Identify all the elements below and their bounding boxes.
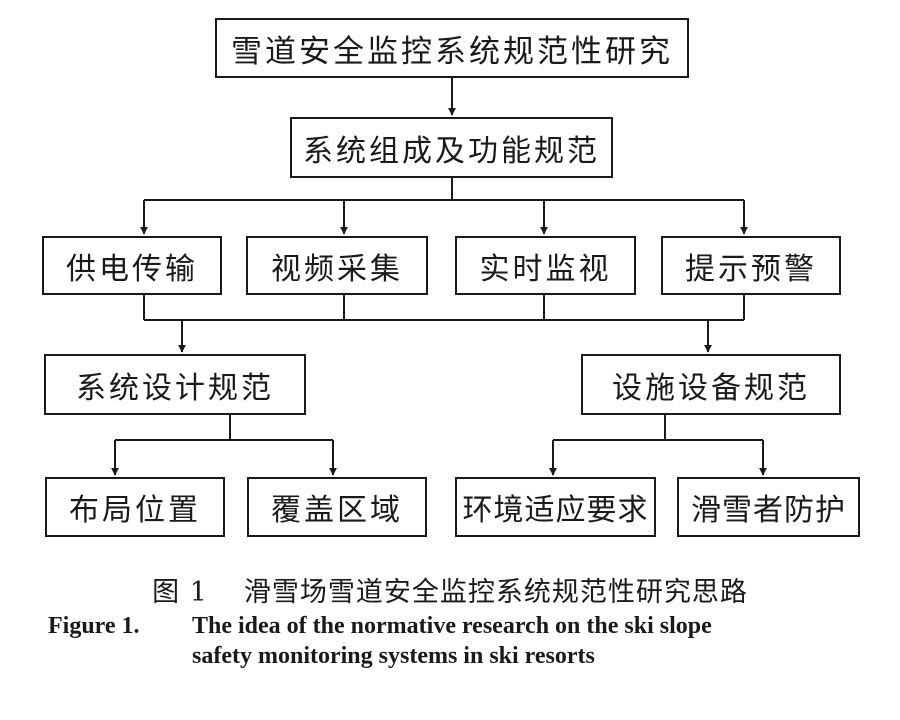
root-node: 雪道安全监控系统规范性研究 — [215, 18, 689, 78]
equipment-spec-node: 设施设备规范 — [581, 354, 841, 415]
figure-label-en: Figure 1. — [48, 613, 140, 639]
figure-number-cn: 图 1 — [152, 577, 208, 608]
figure-title-en-line1: The idea of the normative research on th… — [192, 613, 712, 639]
composition-node: 系统组成及功能规范 — [290, 117, 613, 178]
design-spec-node: 系统设计规范 — [44, 354, 306, 415]
figure-title-cn: 滑雪场雪道安全监控系统规范性研究思路 — [243, 577, 748, 608]
figure-caption-english: Figure 1. The idea of the normative resea… — [48, 611, 878, 671]
coverage-node: 覆盖区域 — [247, 477, 427, 537]
function-node-power: 供电传输 — [42, 236, 222, 295]
layout-node: 布局位置 — [45, 477, 225, 537]
figure-caption-chinese: 图 1 滑雪场雪道安全监控系统规范性研究思路 — [0, 570, 900, 609]
function-node-monitor: 实时监视 — [455, 236, 636, 295]
function-node-video: 视频采集 — [246, 236, 428, 295]
figure-title-en-line2: safety monitoring systems in ski resorts — [192, 643, 595, 669]
skier-protection-node: 滑雪者防护 — [677, 477, 860, 537]
function-node-warning: 提示预警 — [661, 236, 841, 295]
environment-node: 环境适应要求 — [455, 477, 656, 537]
